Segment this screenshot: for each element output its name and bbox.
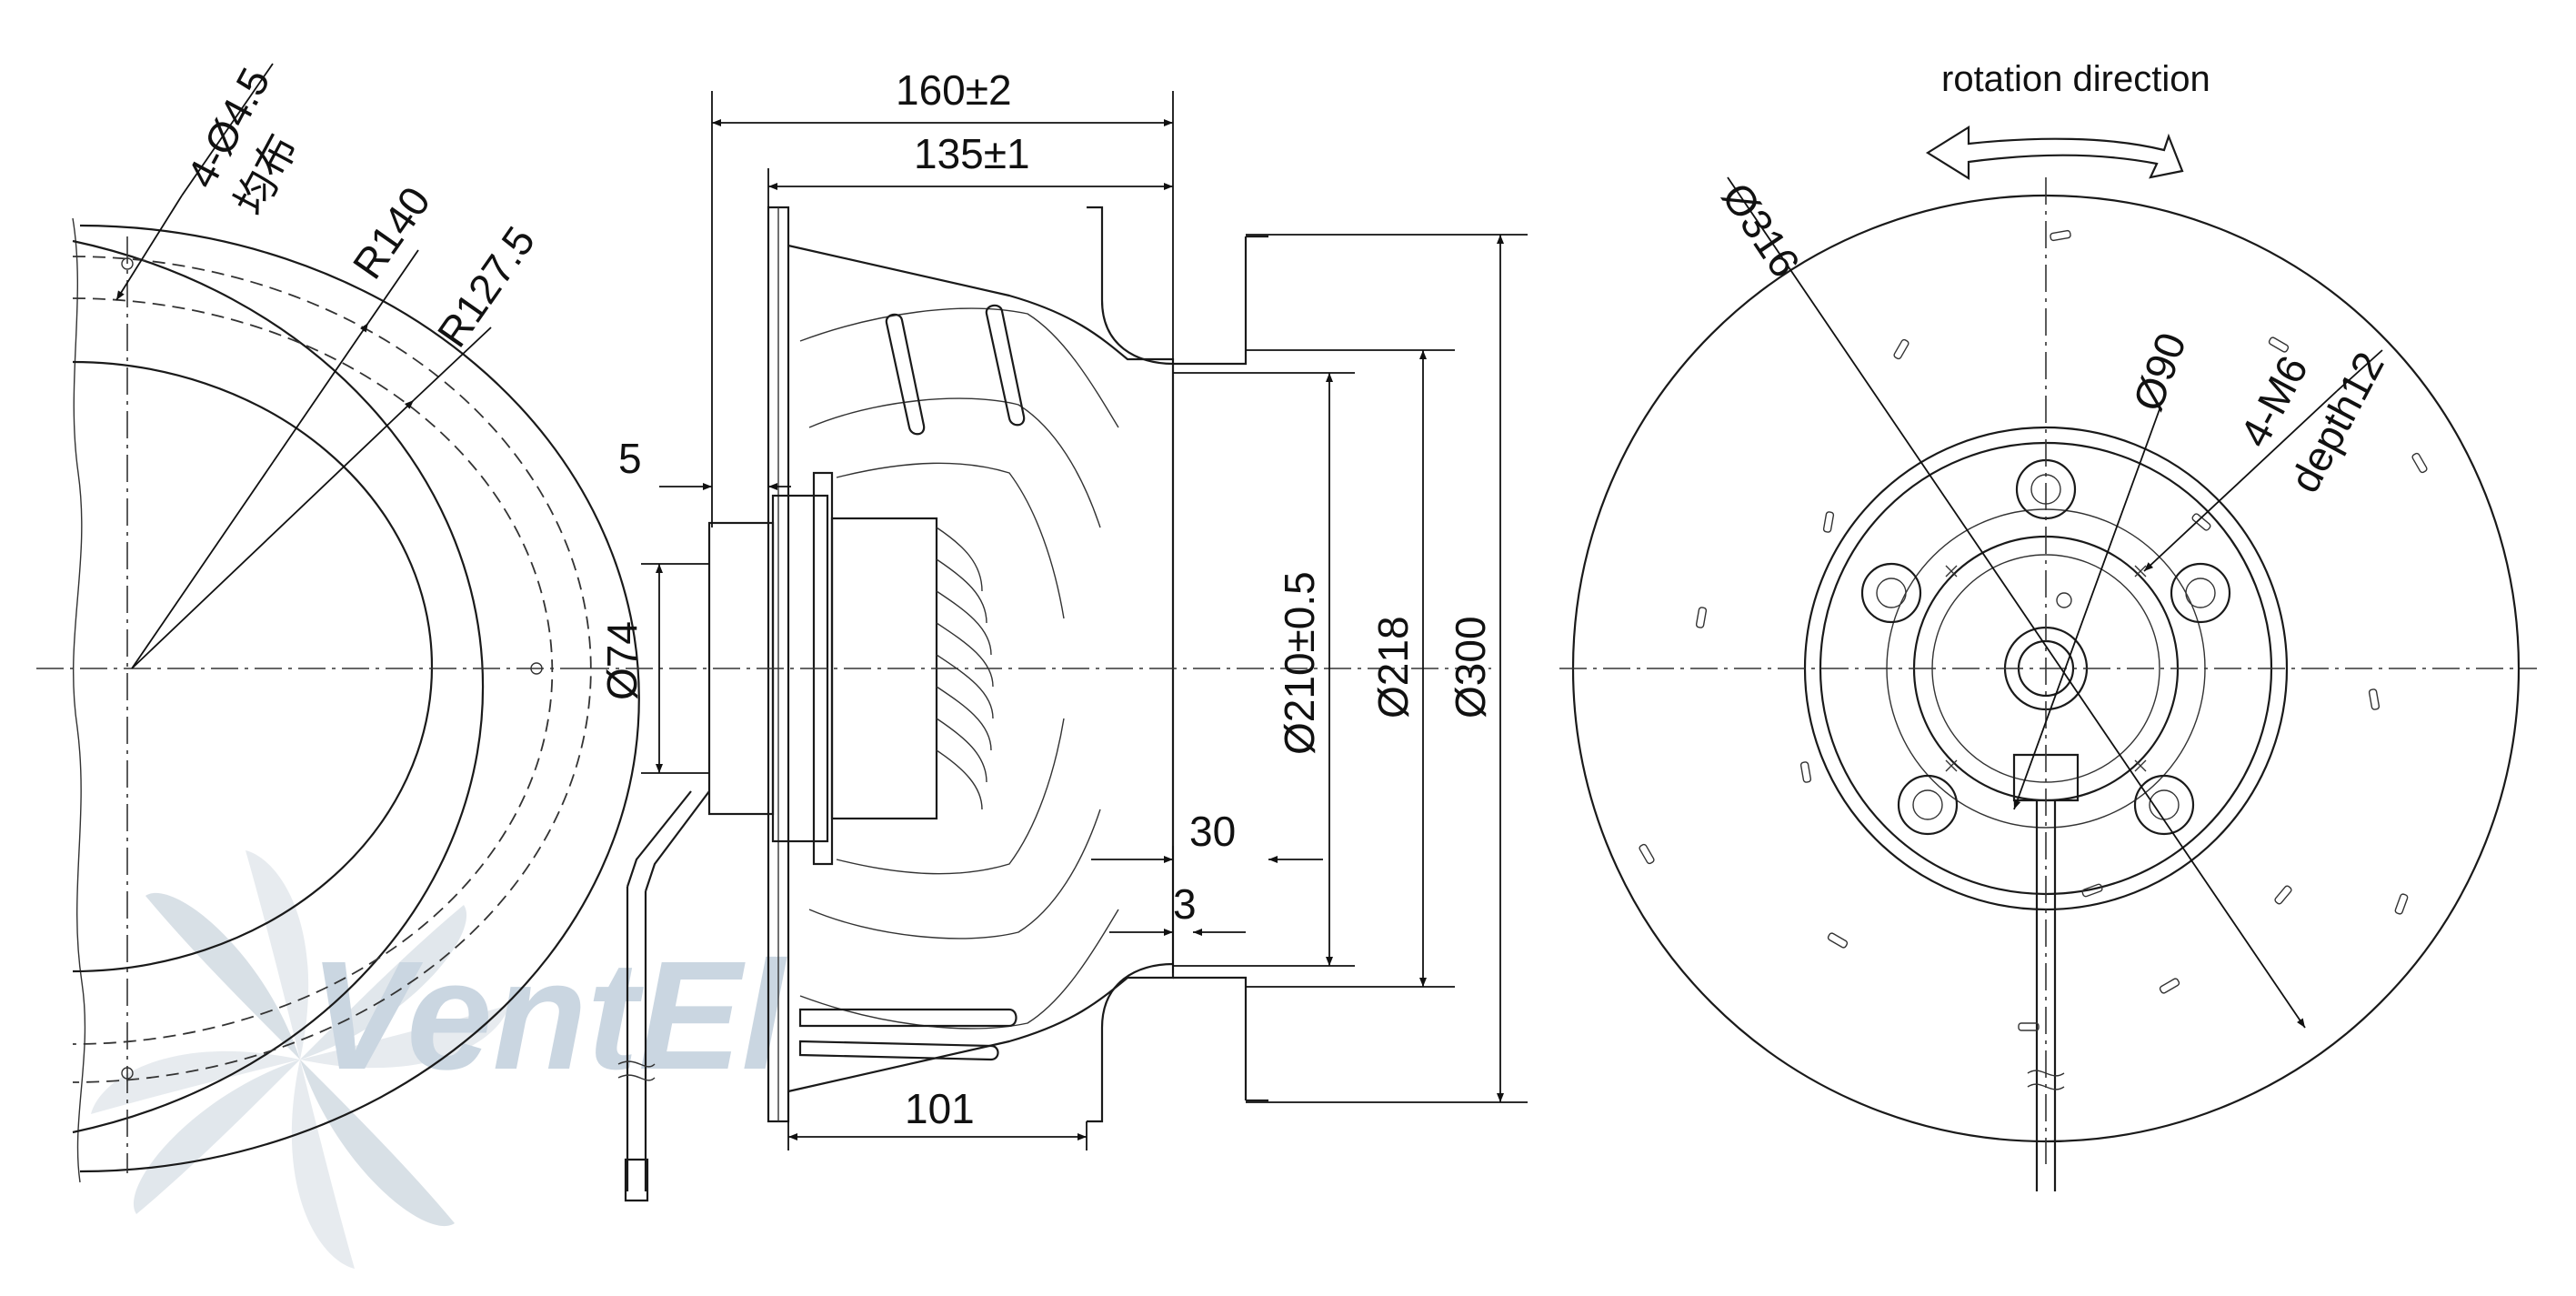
front-cable [2035,800,2057,1191]
rib-bot-2 [798,1040,999,1061]
rib-top-2 [985,304,1026,427]
front-cable-gland [2012,753,2080,802]
blade-slots [1639,229,2428,1031]
outer-flange-arc-2 [72,239,485,1134]
dim-3-label: 3 [1173,880,1197,928]
bolt-hole-bottom [121,1067,134,1080]
r127-leader-ext [413,327,492,401]
watermark-text: VentEl [309,929,787,1102]
thread-holes [1945,565,2147,772]
cable-upper [626,790,710,892]
inlet-ring-bot [1173,976,1248,1100]
ventel-watermark: VentEl [91,850,787,1269]
dim-300-label: Ø300 [1447,616,1494,718]
dim-218-label: Ø218 [1369,616,1417,718]
dim-5-label: 5 [618,435,642,482]
r127-label: R127.5 [428,217,545,355]
inlet-shroud-top [1087,206,1174,366]
break-line [72,217,86,1183]
front-view: Ø316 Ø90 4-M6 depth12 rotation direction [1559,59,2537,1191]
side-view: 160±2 135±1 5 Ø74 Ø210±0.5 Ø218 Ø300 30 [582,66,1528,1202]
outer-flange-arc [79,224,641,1173]
cable-end [624,1158,649,1202]
thread-leader [2143,390,2338,572]
dim-160-label: 160±2 [896,66,1012,114]
rotation-arrow-icon [1925,126,2184,180]
rotor-fins [936,527,994,810]
d90-label: Ø90 [2124,327,2196,417]
cable-break [617,1060,656,1081]
ground-icon [2056,592,2072,608]
d316-label: Ø316 [1713,175,1809,286]
d316-leader [1727,176,2306,1029]
blade-top-3 [836,462,1065,619]
thread-leader-ext [2336,349,2383,392]
blade-top-1 [799,307,1119,428]
bolt-hole-top [121,257,134,270]
dim-135-label: 135±1 [914,130,1030,177]
blade-bot-2 [808,809,1101,939]
dim-101-label: 101 [905,1085,975,1132]
r127-leader [131,399,415,669]
cable [626,887,647,1191]
nozzle-outer [1246,235,1268,1102]
r140-leader-ext [367,249,419,324]
r140-label: R140 [344,178,440,287]
r140-leader [131,322,369,669]
bolt-hole-right [530,662,543,675]
bolt-leader [115,195,183,301]
inlet-shroud-bot [1087,962,1174,1123]
dim-210-label: Ø210±0.5 [1276,571,1323,755]
inner-opening-arc [72,360,434,973]
rib-top-1 [885,313,926,436]
inlet-ring-top [1173,236,1248,366]
bolt-leader-ext [181,63,274,196]
dim-74-label: Ø74 [598,621,646,700]
rib-bot-1 [798,1008,1017,1028]
blade-top-2 [808,397,1101,528]
blade-bot-1 [799,909,1119,1030]
blade-bot-3 [836,718,1065,875]
rotation-label: rotation direction [1941,59,2210,99]
dim-30-label: 30 [1189,808,1236,855]
r127-circle [72,297,554,1045]
r140-circle [72,256,592,1083]
d90-leader [2013,408,2160,810]
fan-logo-icon [91,850,509,1269]
